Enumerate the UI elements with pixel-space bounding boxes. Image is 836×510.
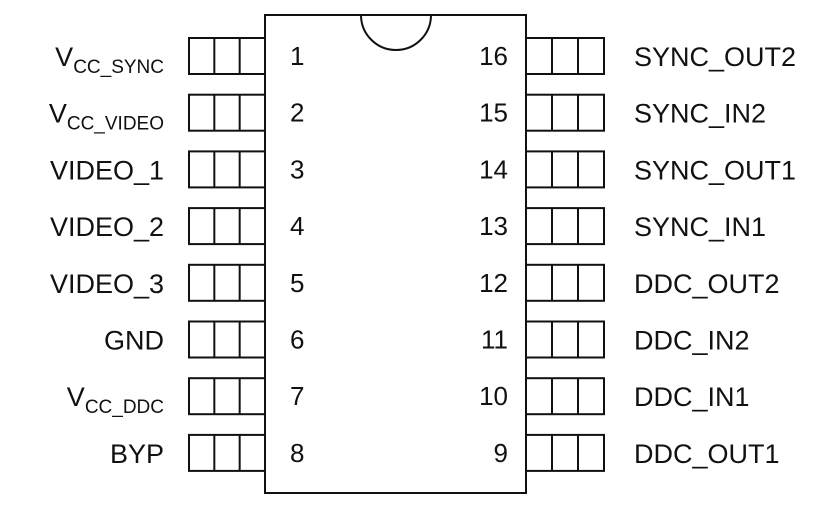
pin-number-7: 7 xyxy=(290,381,304,411)
pin-name-1: VCC_SYNC xyxy=(55,42,164,78)
pin-name-main: BYP xyxy=(110,439,164,469)
pin-lead-8 xyxy=(188,433,266,472)
pin1-notch xyxy=(360,14,432,51)
pin-lead-7 xyxy=(188,377,266,416)
pin-name-8: BYP xyxy=(110,439,164,469)
pin-number-10: 10 xyxy=(479,381,508,411)
pin-number-11: 11 xyxy=(481,325,508,355)
pin-name-7: VCC_DDC xyxy=(67,382,164,418)
left-pin-column xyxy=(188,37,266,472)
pin-number-5: 5 xyxy=(290,268,304,298)
pin-number-3: 3 xyxy=(290,154,304,184)
pin-lead-4 xyxy=(188,207,266,246)
ic-package-body xyxy=(264,14,527,494)
pin-name-main: V xyxy=(67,382,85,412)
pin-name-main: VIDEO_2 xyxy=(50,212,164,242)
pin-lead-10 xyxy=(525,377,605,416)
pin-number-15: 15 xyxy=(479,98,508,128)
pin-number-12: 12 xyxy=(479,268,508,298)
pin-number-6: 6 xyxy=(290,325,304,355)
pin-name-2: VCC_VIDEO xyxy=(49,99,164,135)
pin-name-3: VIDEO_1 xyxy=(50,155,164,185)
pin-number-9: 9 xyxy=(494,438,508,468)
pin-name-5: VIDEO_3 xyxy=(50,269,164,299)
pin-number-14: 14 xyxy=(479,154,508,184)
pin-number-4: 4 xyxy=(290,211,304,241)
pin-lead-14 xyxy=(525,150,605,189)
pin-name-12: DDC_OUT2 xyxy=(634,269,780,299)
pin-name-main: GND xyxy=(104,326,164,356)
pin-lead-11 xyxy=(525,320,605,359)
pin-number-8: 8 xyxy=(290,438,304,468)
pin-number-2: 2 xyxy=(290,98,304,128)
pin-name-4: VIDEO_2 xyxy=(50,212,164,242)
pin-name-10: DDC_IN1 xyxy=(634,382,750,412)
pin-name-main: V xyxy=(55,42,73,72)
pin-number-1: 1 xyxy=(290,41,304,71)
pin-name-15: SYNC_IN2 xyxy=(634,99,766,129)
pin-name-labels: VCC_SYNCVCC_VIDEOVIDEO_1VIDEO_2VIDEO_3GN… xyxy=(49,42,796,469)
pin-lead-12 xyxy=(525,263,605,302)
pin-lead-13 xyxy=(525,207,605,246)
pin-name-6: GND xyxy=(104,326,164,356)
right-pin-column xyxy=(525,37,605,472)
pin-lead-9 xyxy=(525,433,605,472)
pin-name-main: VIDEO_3 xyxy=(50,269,164,299)
pin-lead-1 xyxy=(188,37,266,75)
pin-lead-16 xyxy=(525,37,605,75)
pin-lead-6 xyxy=(188,320,266,359)
package-outline xyxy=(264,14,527,494)
pin-name-main: VIDEO_1 xyxy=(50,155,164,185)
pin-name-subscript: CC_SYNC xyxy=(73,57,164,78)
pin-name-subscript: CC_VIDEO xyxy=(67,114,164,135)
pin-name-9: DDC_OUT1 xyxy=(634,439,780,469)
pin-name-16: SYNC_OUT2 xyxy=(634,42,796,72)
pin-name-subscript: CC_DDC xyxy=(85,397,164,418)
pin-name-14: SYNC_OUT1 xyxy=(634,155,796,185)
pin-name-13: SYNC_IN1 xyxy=(634,212,766,242)
pin-name-11: DDC_IN2 xyxy=(634,326,750,356)
pin-number-13: 13 xyxy=(479,211,508,241)
pin-name-main: V xyxy=(49,99,67,129)
pin-lead-15 xyxy=(525,93,605,132)
pin-number-16: 16 xyxy=(479,41,508,71)
pin-lead-3 xyxy=(188,150,266,189)
pin-lead-2 xyxy=(188,93,266,132)
pin-lead-5 xyxy=(188,263,266,302)
